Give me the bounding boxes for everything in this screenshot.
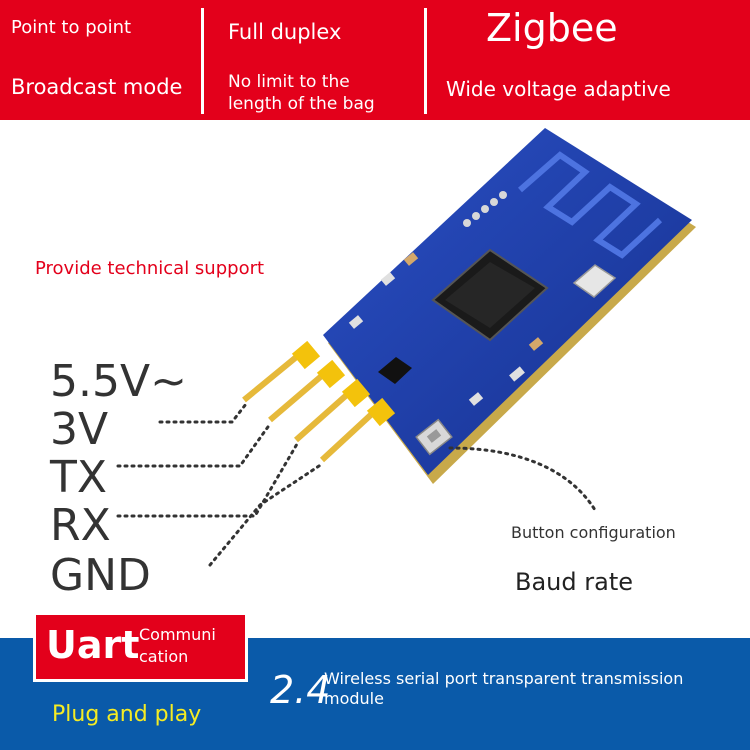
frequency-label: 2.4 bbox=[270, 668, 331, 712]
feature-broadcast-mode: Broadcast mode bbox=[11, 75, 183, 99]
pin-label-rx: RX bbox=[50, 500, 111, 551]
pin-leader-lines bbox=[116, 402, 597, 567]
feature-no-limit-line1: No limit to the bbox=[228, 72, 350, 92]
header-pins bbox=[242, 340, 396, 463]
button-configuration-label: Button configuration bbox=[511, 523, 676, 542]
feature-point-to-point: Point to point bbox=[11, 17, 132, 38]
antenna-trace bbox=[518, 151, 663, 259]
feature-wide-voltage: Wide voltage adaptive bbox=[446, 77, 671, 101]
feature-no-limit-line2: length of the bag bbox=[228, 94, 375, 114]
banner-divider bbox=[201, 8, 204, 114]
baud-rate-label: Baud rate bbox=[515, 568, 633, 596]
pin-label-tx: TX bbox=[50, 452, 108, 503]
banner-divider bbox=[424, 8, 427, 114]
technical-support-label: Provide technical support bbox=[35, 258, 265, 279]
uart-sub-line2: cation bbox=[139, 647, 189, 666]
uart-badge: Uart Communi cation bbox=[33, 612, 248, 682]
plug-and-play-label: Plug and play bbox=[52, 702, 202, 727]
top-banner: Point to point Broadcast mode Full duple… bbox=[0, 0, 750, 120]
uart-sub-line1: Communi bbox=[139, 625, 216, 644]
module-desc-line1: Wireless serial port transparent transmi… bbox=[324, 669, 684, 688]
crystal bbox=[572, 264, 617, 298]
bottom-band: 2.4 Wireless serial port transparent tra… bbox=[0, 638, 750, 750]
pin-label-3v: 3V bbox=[50, 404, 109, 455]
feature-zigbee-title: Zigbee bbox=[486, 6, 618, 50]
module-desc-line2: module bbox=[324, 689, 384, 708]
pin-label-vcc-range: 5.5V~ bbox=[50, 356, 187, 407]
feature-full-duplex: Full duplex bbox=[228, 20, 342, 44]
pin-label-gnd: GND bbox=[50, 550, 151, 601]
uart-title: Uart bbox=[46, 623, 140, 667]
